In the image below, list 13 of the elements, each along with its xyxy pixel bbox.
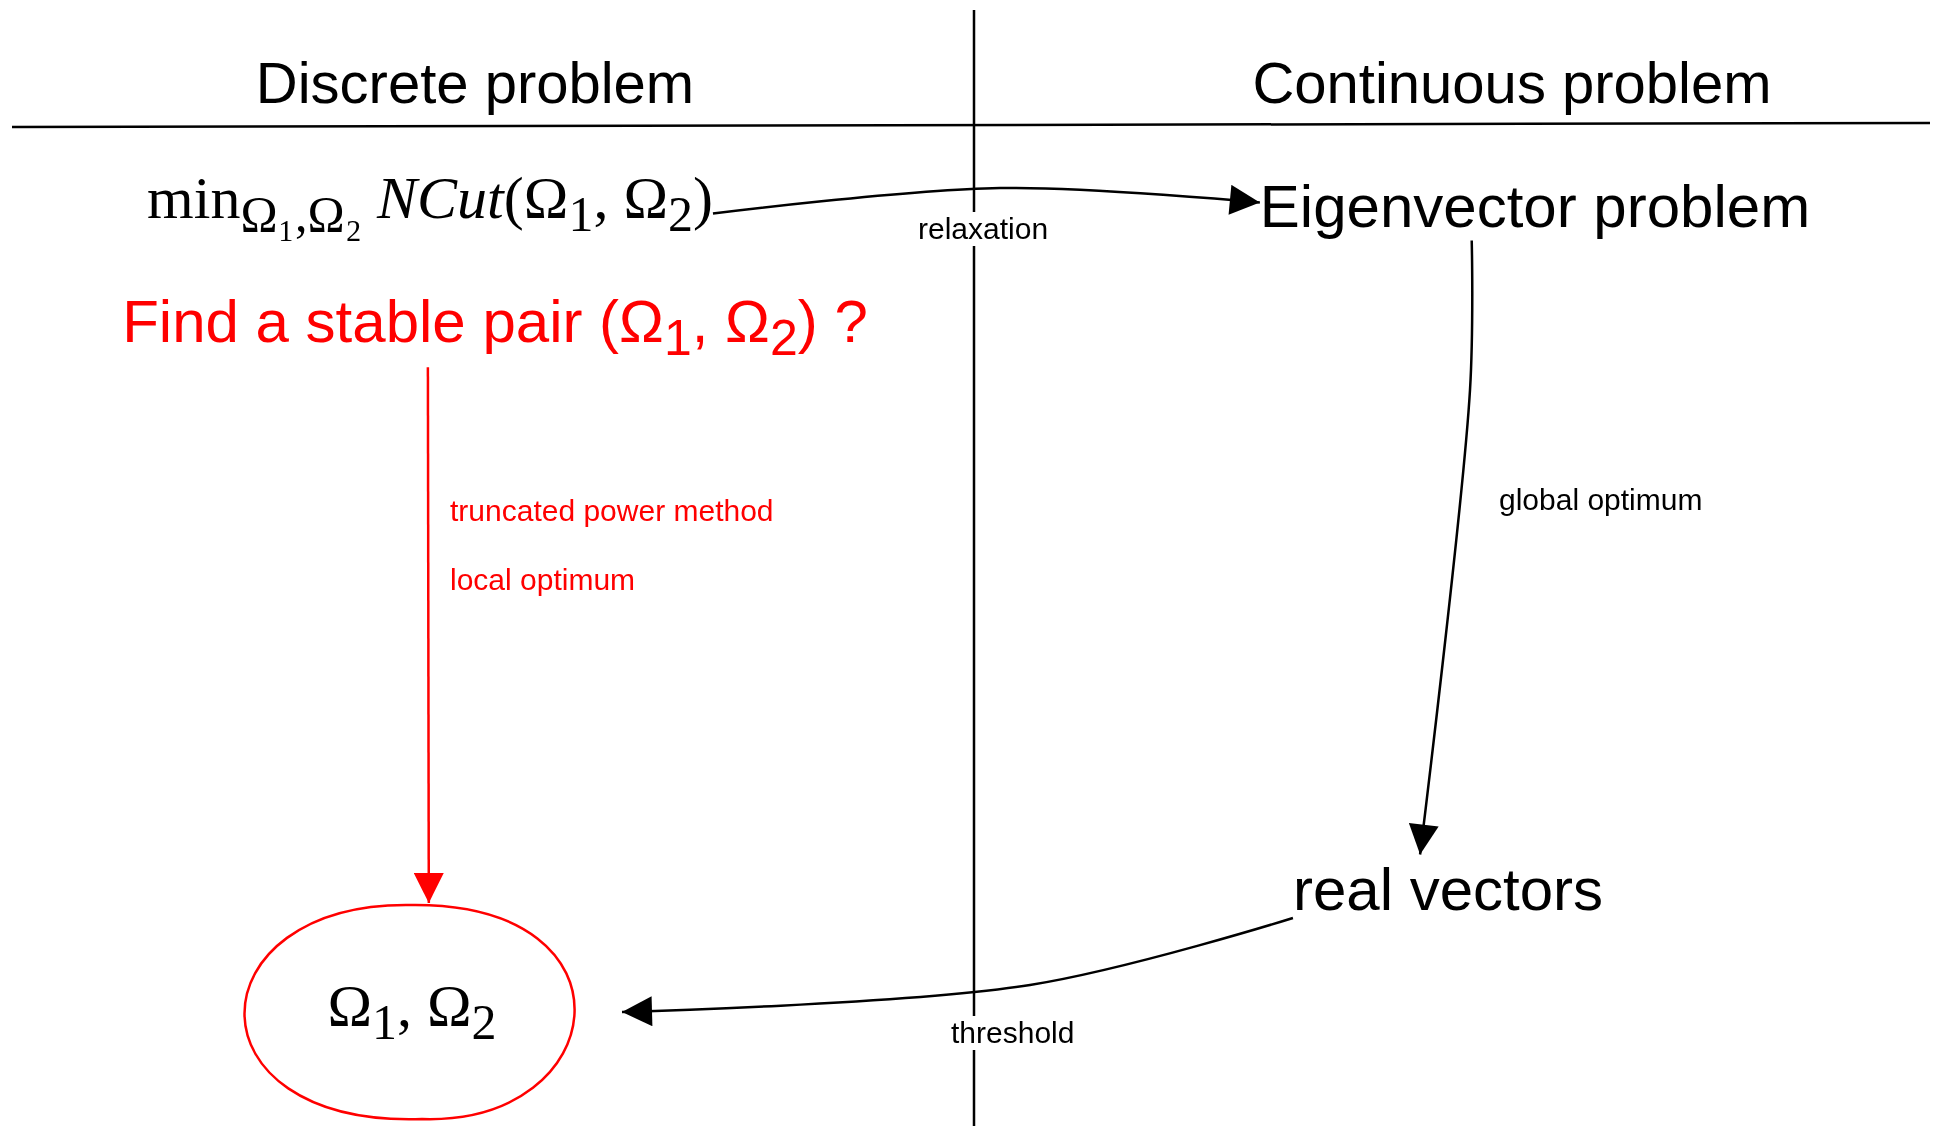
formula-text: min$_{Ω₁,Ω₂}$ NCut(Ω$_{1}$, Ω$_{2}$) — [147, 164, 713, 244]
edge-label: relaxation — [918, 212, 1049, 246]
arrow — [621, 916, 1294, 1027]
node-text: real vectors — [1292, 854, 1604, 924]
arrow — [413, 367, 444, 903]
question-text: Find a stable pair (Ω$_{1}$, Ω$_{2}$) ? — [122, 286, 868, 368]
node-text: Eigenvector problem — [1259, 171, 1811, 241]
edge-label: truncated power method local optimum — [450, 493, 775, 598]
column-heading: Continuous problem — [1252, 48, 1772, 116]
arrow — [1408, 240, 1474, 855]
column-heading: Discrete problem — [255, 48, 695, 116]
edge-label: threshold — [951, 1016, 1075, 1050]
arrow — [712, 184, 1260, 215]
